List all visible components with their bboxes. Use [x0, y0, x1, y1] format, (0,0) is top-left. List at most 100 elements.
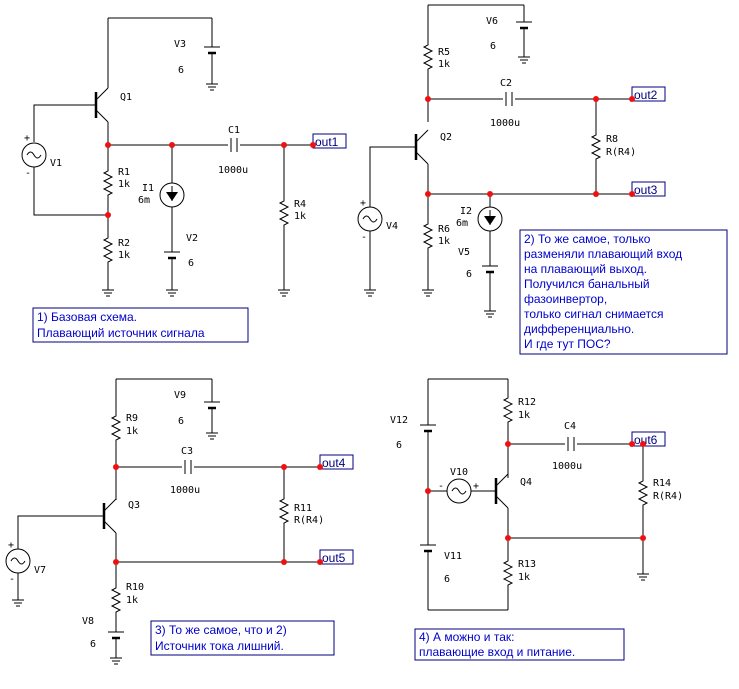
battery-V8 — [108, 631, 124, 665]
note-4: 4) А можно и так: плавающие вход и питан… — [414, 628, 625, 661]
out4-text: out4 — [322, 456, 346, 470]
V6-label: V6 — [486, 16, 498, 27]
R13-value: 1k — [518, 572, 530, 583]
C2-value: 1000u — [490, 118, 520, 129]
battery-V5 — [482, 265, 498, 318]
note-3-line-2: Источник тока лишний. — [155, 639, 284, 653]
R6-label: R6 — [438, 224, 450, 235]
note-2-line-3: на плавающий выход. — [524, 262, 647, 276]
I1-label: I1 — [142, 183, 154, 194]
R12-label: R12 — [518, 397, 536, 408]
Q2-label: Q2 — [440, 132, 452, 143]
resistor-R8 — [591, 128, 601, 166]
note-4-line-2: плавающие вход и питание. — [419, 645, 575, 659]
R9-label: R9 — [126, 413, 138, 424]
note-2: 2) То же самое, только разменяли плавающ… — [519, 229, 728, 355]
V9-value: 6 — [178, 416, 184, 427]
resistor-R13 — [503, 554, 513, 592]
out1-text: out1 — [315, 135, 339, 149]
out2-text: out2 — [634, 88, 658, 102]
circuit-1: V3 6 Q1 + - V1 R1 1k R2 1k — [21, 17, 347, 343]
V10-plus: + — [473, 481, 479, 492]
net-label-out6 — [631, 431, 666, 447]
C2-label: C2 — [500, 78, 512, 89]
V4-minus: - — [361, 232, 367, 243]
resistor-R9 — [111, 409, 121, 447]
R8-label: R8 — [606, 134, 618, 145]
out5-text: out5 — [322, 551, 346, 565]
R10-value: 1k — [126, 595, 138, 606]
resistor-R14 — [638, 474, 648, 512]
battery-V6 — [516, 21, 532, 64]
resistor-R12 — [503, 391, 513, 429]
R13-label: R13 — [518, 559, 536, 570]
I1-value: 6m — [138, 195, 150, 206]
resistor-R1 — [103, 164, 113, 202]
capacitor-C2 — [503, 92, 515, 106]
net-label-out5 — [319, 549, 354, 565]
C3-value: 1000u — [170, 485, 200, 496]
R1-value: 1k — [118, 179, 130, 190]
V3-value: 6 — [178, 65, 184, 76]
R4-label: R4 — [294, 199, 306, 210]
R14-label: R14 — [653, 478, 671, 489]
C4-label: C4 — [564, 421, 576, 432]
R8-value: R(R4) — [606, 147, 636, 158]
V2-label: V2 — [186, 233, 198, 244]
note-1: 1) Базовая схема. Плавающий источник сиг… — [32, 307, 249, 343]
R14-value: R(R4) — [653, 491, 683, 502]
net-label-out4 — [319, 454, 354, 470]
note-2-line-1: 2) То же самое, только — [524, 232, 651, 246]
V11-value: 6 — [444, 574, 450, 585]
resistor-R4 — [279, 194, 289, 232]
V1-label: V1 — [50, 158, 62, 169]
current-source-I2 — [477, 206, 503, 232]
R4-value: 1k — [294, 211, 306, 222]
R10-label: R10 — [126, 582, 144, 593]
V5-value: 6 — [466, 269, 472, 280]
R11-value: R(R4) — [294, 515, 324, 526]
out3-text: out3 — [634, 183, 658, 197]
note-1-line-1: 1) Базовая схема. — [37, 310, 137, 324]
capacitor-C1 — [228, 138, 240, 152]
Q3-label: Q3 — [128, 500, 140, 511]
transistor-Q1 — [94, 87, 109, 145]
R5-label: R5 — [438, 47, 450, 58]
R2-label: R2 — [118, 238, 130, 249]
C1-label: C1 — [228, 125, 240, 136]
circuit-2: V6 6 R5 1k C2 1000u Q2 + - V4 — [357, 4, 728, 355]
current-source-I1 — [159, 182, 185, 208]
V8-label: V8 — [82, 616, 94, 627]
R5-value: 1k — [438, 59, 450, 70]
resistor-R5 — [423, 38, 433, 76]
R6-value: 1k — [438, 236, 450, 247]
battery-V9 — [204, 401, 220, 440]
note-4-line-1: 4) А можно и так: — [419, 630, 514, 644]
capacitor-C4 — [565, 437, 577, 451]
battery-V11 — [420, 544, 436, 610]
V4-label: V4 — [386, 221, 398, 232]
transistor-Q3 — [102, 498, 117, 562]
V12-label: V12 — [390, 415, 408, 426]
R2-value: 1k — [118, 250, 130, 261]
V7-minus: - — [9, 574, 15, 585]
Q1-label: Q1 — [120, 92, 132, 103]
transistor-Q2 — [414, 129, 429, 194]
note-2-line-8: И где тут ПОС? — [524, 337, 611, 351]
battery-V2 — [164, 251, 180, 297]
R9-value: 1k — [126, 426, 138, 437]
V7-label: V7 — [34, 565, 46, 576]
note-2-line-4: Получился банальный — [524, 277, 650, 291]
R11-label: R11 — [294, 503, 312, 514]
V12-value: 6 — [396, 440, 402, 451]
source-V1 — [21, 142, 47, 168]
V5-label: V5 — [458, 247, 470, 258]
source-V4 — [357, 206, 383, 232]
V10-label: V10 — [450, 467, 468, 478]
R12-value: 1k — [518, 410, 530, 421]
note-2-line-7: дифференциально. — [524, 322, 634, 336]
R1-label: R1 — [118, 167, 130, 178]
V3-label: V3 — [174, 39, 186, 50]
source-V7 — [5, 548, 31, 574]
resistor-R2 — [103, 231, 113, 269]
